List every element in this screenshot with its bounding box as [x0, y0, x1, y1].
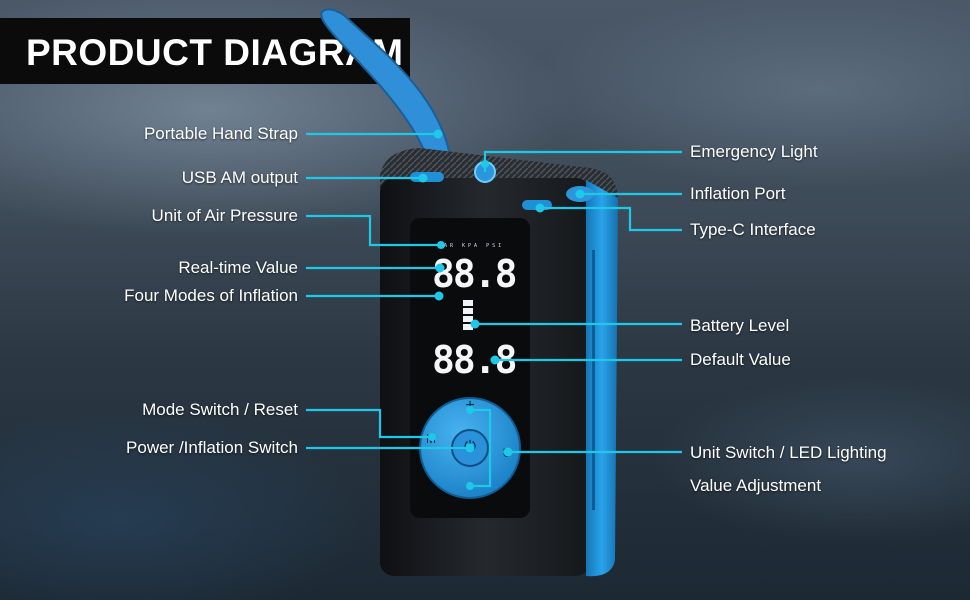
label-portable-hand-strap: Portable Hand Strap [143, 124, 298, 143]
label-power-inflation-switch: Power /Inflation Switch [126, 438, 298, 457]
label-emergency-light: Emergency Light [690, 142, 818, 161]
callout-type-c [540, 206, 682, 232]
label-real-time-value: Real-time Value [178, 258, 298, 277]
label-unit-switch-led-lighting: Unit Switch / LED Lighting [690, 443, 887, 462]
callout-value-adjust [470, 408, 492, 488]
battery-level-icon [463, 300, 473, 330]
unit-row: BAR KPA PSI [438, 243, 505, 249]
label-inflation-port: Inflation Port [690, 184, 786, 203]
label-usb-am-output: USB AM output [181, 168, 298, 187]
label-four-modes-of-inflation: Four Modes of Inflation [124, 286, 298, 305]
label-unit-of-air-pressure: Unit of Air Pressure [151, 206, 298, 225]
plus-icon[interactable]: + [465, 397, 475, 414]
label-type-c-interface: Type-C Interface [690, 220, 816, 239]
real-time-readout: 88.8 [432, 252, 518, 296]
label-value-adjustment: Value Adjustment [690, 476, 822, 495]
callout-air-pressure-unit [306, 214, 441, 247]
callout-emergency-light [483, 150, 682, 172]
label-mode-switch-reset: Mode Switch / Reset [142, 400, 298, 419]
callout-mode-switch [306, 408, 432, 439]
label-default-value: Default Value [690, 350, 791, 369]
label-battery-level: Battery Level [690, 316, 790, 335]
